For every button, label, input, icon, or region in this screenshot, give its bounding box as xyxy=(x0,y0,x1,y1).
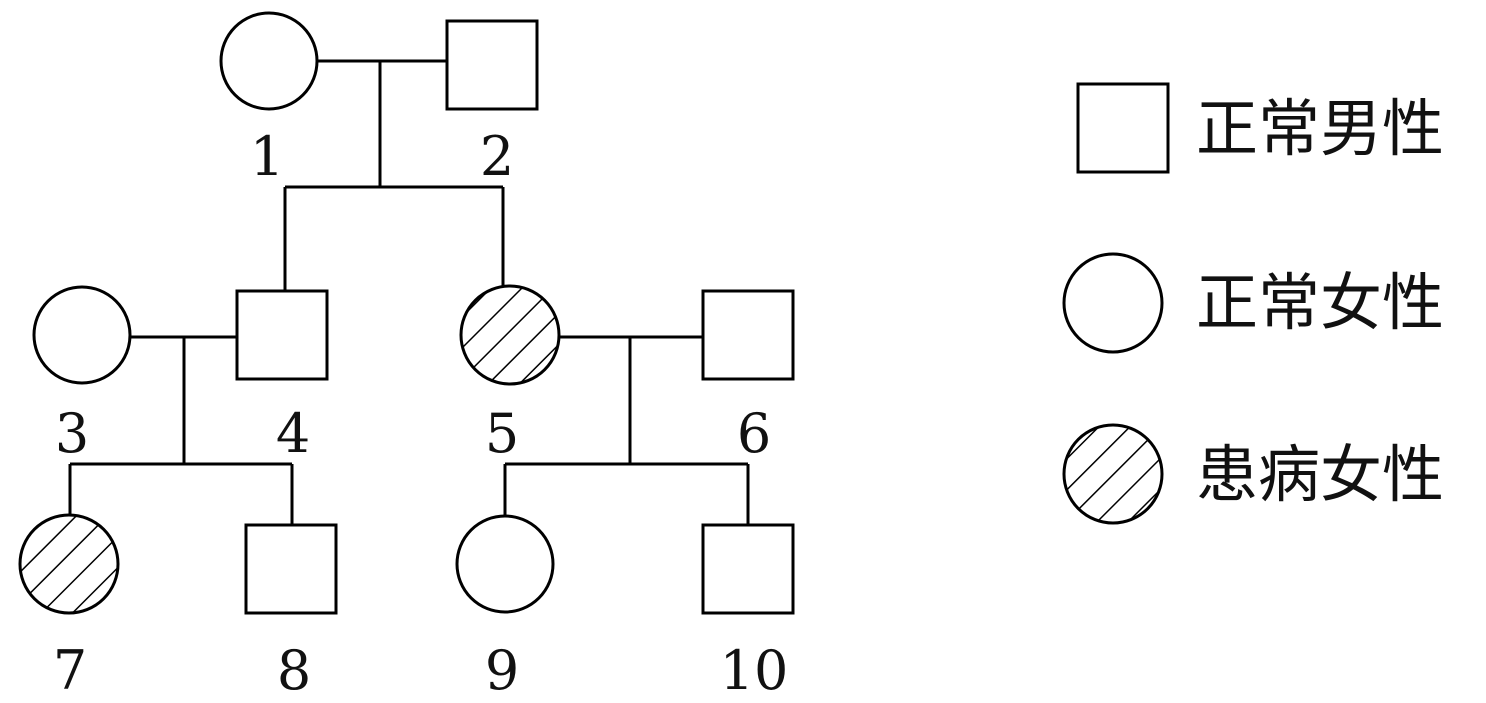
label-7: 7 xyxy=(53,639,87,702)
legend-label-normal-male: 正常男性 xyxy=(1196,92,1444,165)
generation-2: 3 4 5 6 xyxy=(32,284,795,525)
legend: 正常男性 正常女性 患病女性 xyxy=(1062,82,1444,525)
label-4: 4 xyxy=(276,402,310,465)
individual-4-male xyxy=(235,289,329,381)
label-10: 10 xyxy=(720,639,789,702)
individual-3-female xyxy=(32,285,132,385)
label-9: 9 xyxy=(485,639,519,702)
legend-label-affected-female: 患病女性 xyxy=(1196,438,1444,511)
label-1: 1 xyxy=(250,125,284,188)
legend-circle-symbol xyxy=(1062,252,1164,354)
individual-10-male xyxy=(701,523,795,615)
individual-7-affected-female xyxy=(18,513,120,615)
legend-hatched-circle-symbol xyxy=(1062,423,1164,525)
label-5: 5 xyxy=(485,402,519,465)
label-8: 8 xyxy=(277,639,311,702)
individual-9-female xyxy=(455,514,555,614)
individual-2-male xyxy=(445,19,539,111)
label-6: 6 xyxy=(737,402,771,465)
label-3: 3 xyxy=(55,402,89,465)
legend-label-normal-female: 正常女性 xyxy=(1196,266,1444,339)
individual-5-affected-female xyxy=(459,284,561,386)
generation-3: 7 8 9 10 xyxy=(18,513,795,702)
individual-1-female xyxy=(219,11,319,111)
individual-6-male xyxy=(701,289,795,381)
legend-square-symbol xyxy=(1076,82,1170,174)
individual-8-male xyxy=(244,523,338,615)
generation-1: 1 2 xyxy=(219,11,539,291)
label-2: 2 xyxy=(480,125,514,188)
